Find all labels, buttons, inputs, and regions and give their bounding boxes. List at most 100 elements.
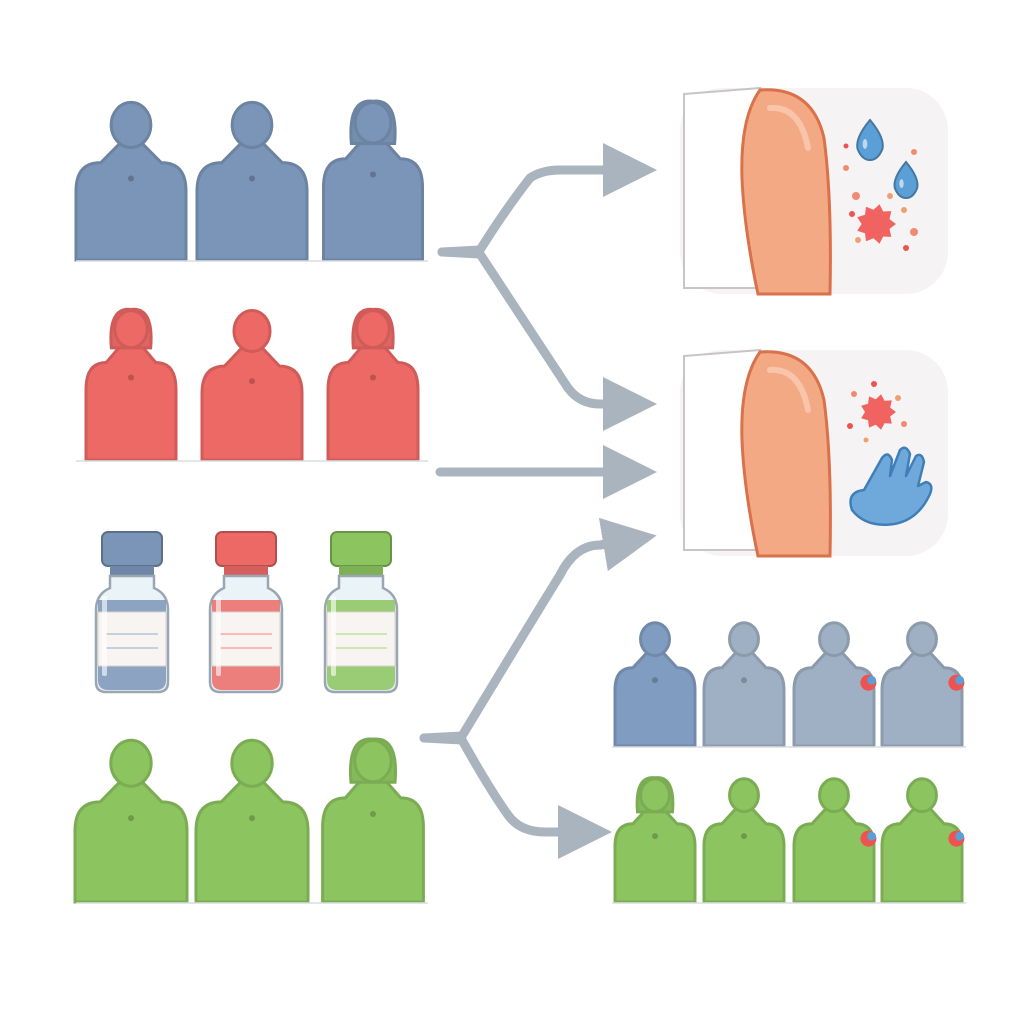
person-icon-body — [792, 807, 876, 904]
vial-neck — [339, 566, 383, 576]
vial-label — [326, 611, 396, 667]
result-groups — [612, 621, 966, 904]
arm-highlight — [767, 366, 811, 413]
rash-dot — [843, 143, 849, 149]
green-vial — [323, 531, 399, 694]
person-dot-icon — [370, 171, 376, 178]
reaction-marker-icon — [867, 675, 876, 685]
vial-label — [211, 611, 281, 667]
person-icon-body — [74, 142, 188, 262]
person-icon — [880, 621, 965, 748]
person-icon — [322, 99, 424, 262]
rash-dot — [911, 149, 917, 155]
vial-cap — [330, 531, 392, 567]
person-icon-body — [613, 651, 697, 748]
person-icon — [792, 621, 877, 748]
person-icon-head — [818, 621, 850, 658]
rash-dot — [901, 207, 907, 213]
person-icon-body — [613, 807, 697, 904]
vials — [94, 531, 399, 694]
arm-icon — [740, 88, 832, 296]
person-icon — [321, 737, 425, 904]
person-icon-head — [728, 621, 760, 658]
person-icon — [702, 621, 786, 748]
person-icon-head — [230, 100, 274, 149]
person-icon — [792, 777, 877, 904]
person-dot-icon — [652, 677, 658, 684]
person-icon-body — [880, 807, 964, 904]
arrow-icon — [419, 517, 657, 743]
person-icon-body — [880, 651, 964, 748]
person-icon-body — [792, 651, 876, 748]
person-icon — [326, 307, 420, 462]
reaction-marker-icon — [955, 675, 964, 685]
arm-panel-rash-hand — [680, 348, 948, 558]
person-icon-head — [230, 738, 274, 788]
droplet-icon — [856, 118, 884, 162]
vial-highlight — [102, 596, 107, 676]
outcome-panels — [680, 86, 948, 558]
droplet-shine — [899, 179, 904, 189]
person-icon-head — [906, 621, 938, 658]
person-icon — [613, 621, 697, 748]
vial-cap — [101, 531, 163, 567]
droplet-icon — [893, 160, 919, 200]
person-dot-icon — [128, 815, 134, 822]
person-icon — [200, 308, 304, 462]
person-icon-head — [353, 738, 393, 784]
person-dot-icon — [741, 677, 747, 684]
vial-highlight — [216, 596, 221, 676]
person-icon-head — [109, 738, 153, 788]
arm-highlight — [767, 104, 811, 151]
rash-dot — [849, 211, 855, 217]
rash-icon — [857, 204, 896, 244]
person-icon-head — [639, 621, 671, 658]
rash-dot — [910, 228, 918, 236]
person-icon — [84, 307, 178, 462]
person-icon — [702, 777, 786, 904]
person-icon-head — [109, 100, 153, 149]
person-dot-icon — [128, 175, 134, 182]
person-dot-icon — [741, 833, 747, 840]
vial-neck — [224, 566, 268, 576]
person-icon-head — [355, 309, 391, 350]
rash-dot — [871, 381, 877, 387]
vial-neck — [110, 566, 154, 576]
red-group — [76, 307, 428, 462]
person-icon-body — [195, 142, 309, 262]
person-icon-body — [73, 780, 189, 904]
vial-label — [97, 611, 167, 667]
person-icon — [195, 100, 309, 262]
person-icon-body — [702, 807, 786, 904]
person-icon — [73, 738, 189, 904]
blue-group — [74, 99, 428, 262]
person-icon-body — [321, 776, 425, 904]
arrow-icon — [437, 247, 657, 431]
red-vial — [208, 531, 284, 694]
vial-cap — [215, 531, 277, 567]
person-dot-icon — [249, 175, 255, 182]
reaction-marker-icon — [867, 831, 876, 841]
person-icon — [880, 777, 965, 904]
rash-dot — [863, 437, 869, 443]
person-icon-body — [84, 342, 178, 462]
person-dot-icon — [128, 374, 134, 381]
person-dot-icon — [249, 815, 255, 822]
person-icon-body — [322, 138, 424, 262]
person-icon-body — [194, 780, 310, 904]
arrow-icon — [437, 143, 657, 257]
blue-result-group — [612, 621, 966, 748]
rash-icon — [861, 394, 896, 430]
arm-panel-droplets-rash — [680, 86, 948, 296]
person-icon-body — [326, 342, 420, 462]
rash-dot — [895, 395, 901, 401]
reaction-marker-icon — [955, 831, 964, 841]
person-icon-head — [639, 777, 671, 814]
person-icon-body — [702, 651, 786, 748]
person-dot-icon — [370, 374, 376, 381]
person-icon-head — [818, 777, 850, 814]
person-icon-head — [906, 777, 938, 814]
green-result-group — [612, 776, 966, 904]
rash-dot — [852, 192, 860, 200]
